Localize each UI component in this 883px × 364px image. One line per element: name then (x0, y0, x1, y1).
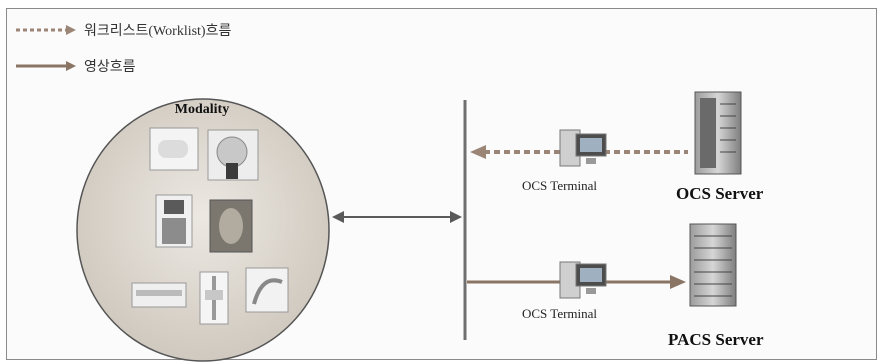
ocs-terminal-bottom-icon (560, 262, 606, 298)
modality-device-ultrasound-icon (156, 195, 192, 247)
bidirectional-arrow (332, 211, 462, 223)
modality-device-c-arm-icon (246, 268, 288, 312)
ocs-server-label: OCS Server (676, 184, 763, 204)
ocs-terminal-top-icon (560, 130, 606, 166)
modality-device-radiography-stand-icon (200, 272, 228, 324)
pacs-server-icon (690, 224, 736, 306)
modality-device-xray-image-icon (210, 200, 252, 252)
modality-device-mri-icon (208, 130, 258, 180)
ocs-terminal-bottom-label: OCS Terminal (522, 306, 597, 322)
ocs-terminal-top-label: OCS Terminal (522, 178, 597, 194)
modality-title: Modality (162, 102, 242, 118)
modality-device-ct-icon (150, 128, 198, 170)
ocs-server-icon (695, 92, 741, 174)
modality-device-table-icon (132, 283, 186, 307)
pacs-server-label: PACS Server (668, 330, 764, 350)
